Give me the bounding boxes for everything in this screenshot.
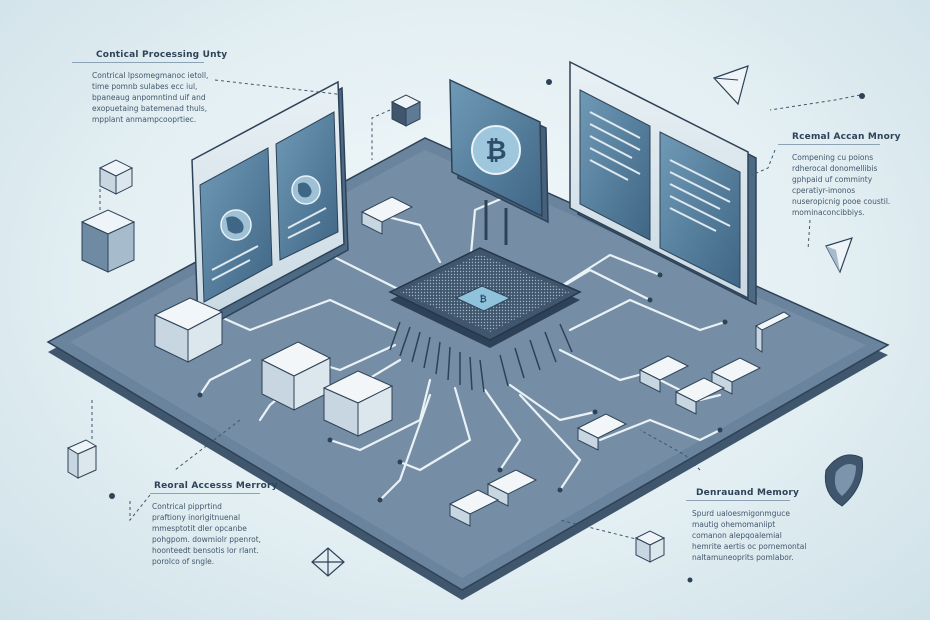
ram-right-callout-line: nuseropicnig pooe coustil. [792, 197, 891, 206]
ram-left-callout-line: mmesptotit dler opcanbe [152, 524, 247, 533]
storage-callout-title: Denrauand Memory [696, 488, 800, 498]
memory-modules [153, 196, 791, 527]
cpu-callout-line: mpplant anmampcooprtiec. [92, 115, 197, 124]
ram-right-callout-line: mominaconcibbiys. [792, 208, 865, 217]
cpu-callout-rule [72, 62, 204, 63]
ram-right-callout-line: rdherocal donomellibis [792, 164, 878, 173]
cube-icon [80, 209, 136, 273]
cpu-chip-icon: ₿ [388, 247, 582, 393]
triangle-icon [825, 237, 853, 274]
svg-text:₿: ₿ [485, 136, 506, 166]
bitcoin-icon: ₿ [471, 125, 521, 175]
triangle-icon [712, 65, 749, 106]
circuit-traces [198, 193, 727, 502]
ram-right-callout-rule [778, 144, 880, 145]
ram-left-callout-line: Contrical pipprtind [152, 502, 222, 511]
ram-left-callout-rule [150, 493, 260, 494]
bitcoin-display: ₿ [449, 78, 549, 245]
shield-icon [824, 454, 864, 507]
ram-left-callout-line: hoonteedt bensotis lor rlant. [152, 546, 259, 555]
memory-module-icon [153, 297, 224, 363]
cpu-callout-line: bpaneaug anpomntind uif and [92, 93, 206, 102]
storage-callout-rule [686, 500, 790, 501]
ram-right-callout-line: Compening cu poions [792, 153, 874, 162]
storage-callout-line: mautig ohemomaniipt [692, 520, 776, 529]
cube-icon [66, 439, 98, 479]
memory-module-icon [260, 341, 332, 411]
ram-right-callout-line: gphpaid uf comminty [792, 175, 873, 184]
ram-left-callout-title: Reoral Accesss Merrory [154, 481, 278, 491]
ram-left-callout-line: pohgpom. dowmiolr ppenrot, [152, 535, 262, 544]
storage-callout-line: naltamuneoprits pomlabor. [692, 553, 794, 562]
storage-callout-line: hemrite aertis oc pornemontal [692, 542, 807, 551]
memory-module-icon [322, 370, 394, 437]
storage-callout-line: Spurd ualoesmigonmguce [692, 509, 790, 518]
cpu-callout-line: time pomnb sulabes ecc iul, [92, 82, 198, 91]
callout-connectors [91, 79, 861, 541]
globe-icon [291, 175, 321, 205]
cpu-callout-title: Contical Processing Unty [96, 50, 228, 60]
diamond-icon [311, 547, 345, 577]
right-monitor-panel [569, 60, 757, 306]
cpu-callout-line: exopuetaing batemenad thuls, [92, 104, 208, 113]
svg-text:₿: ₿ [479, 294, 486, 305]
storage-callout-line: comanon alepqoalemial [692, 531, 782, 540]
connector-ends [109, 79, 865, 583]
cube-icon [634, 530, 666, 563]
globe-icon [220, 209, 252, 241]
cube-icon [98, 159, 134, 195]
ram-right-callout-title: Rcemal Accan Mnory [792, 132, 901, 142]
ram-left-callout-line: praftiony inorigitnuenal [152, 513, 241, 522]
ram-left-callout-line: porolco of sngle. [152, 557, 215, 566]
left-monitor-panel [191, 80, 349, 332]
ram-right-callout-line: cperatiyr-imonos [792, 186, 856, 195]
cube-icon [390, 94, 422, 127]
cpu-callout-line: Contrical lpsomegmanoc ietoll, [92, 71, 209, 80]
